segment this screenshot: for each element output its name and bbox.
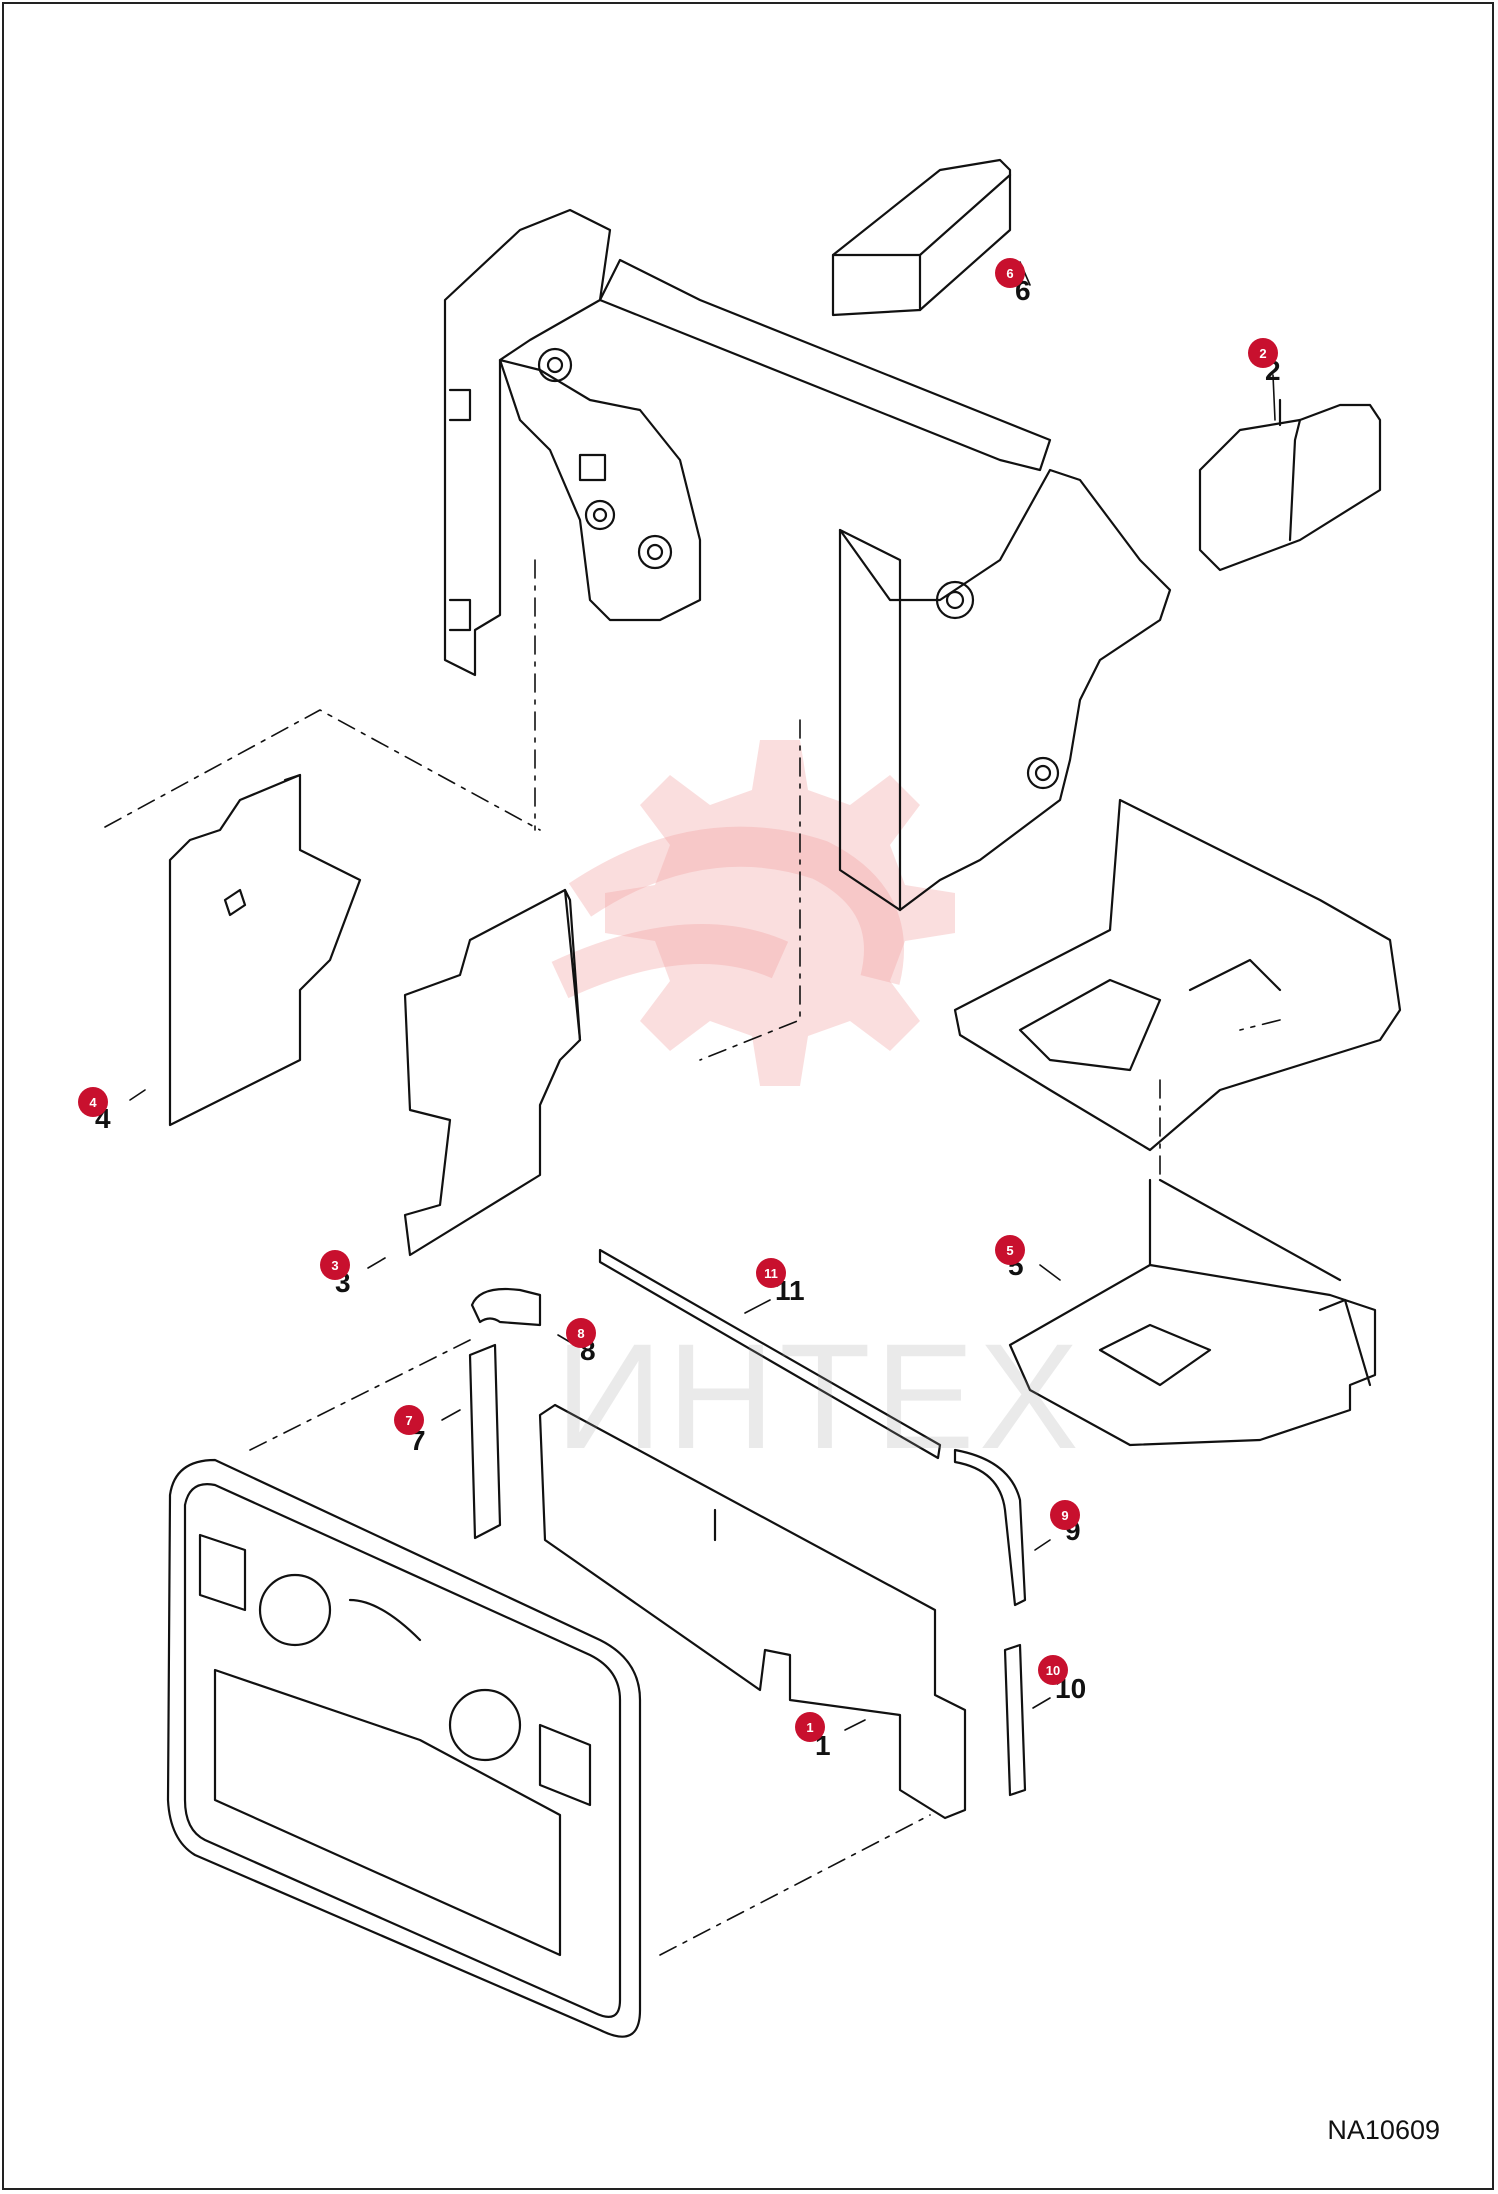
front-panel-dash [249,1339,931,1956]
part-5-tray [953,798,1402,1152]
part-2-pad [1198,398,1382,572]
callout-9[interactable]: 9 [1050,1500,1080,1530]
watermark-swirl [551,826,904,999]
callout-3[interactable]: 3 [320,1250,350,1280]
part-5-mat [1008,1178,1377,1447]
part-10-strip [1003,1643,1027,1797]
callout-10[interactable]: 10 [1038,1655,1068,1685]
part-11-bar [598,1248,942,1460]
part-9-strip [953,1448,1027,1607]
part-7-strip [468,1343,502,1540]
callout-1[interactable]: 1 [795,1712,825,1742]
watermark-text: ИНТЕХ [555,1312,1083,1480]
part-4-panel [168,773,362,1127]
callout-5[interactable]: 5 [995,1235,1025,1265]
watermark-logo [605,740,955,1086]
document-id: NA10609 [1327,2115,1440,2145]
part-4-dash [104,709,541,831]
part-3-panel [403,888,582,1257]
part-1-panel [538,1403,967,1820]
callout-4[interactable]: 4 [78,1087,108,1117]
callout-8[interactable]: 8 [566,1318,596,1348]
front-panel [166,1458,642,2038]
callout-7[interactable]: 7 [394,1405,424,1435]
callout-6[interactable]: 6 [995,258,1025,288]
main-frame-assembly [443,208,1172,912]
part-8-cap [470,1287,542,1327]
frame-dash-lines [534,559,1281,1181]
callout-2[interactable]: 2 [1248,338,1278,368]
callout-11[interactable]: 11 [756,1258,786,1288]
part-6-pad [831,158,1012,317]
